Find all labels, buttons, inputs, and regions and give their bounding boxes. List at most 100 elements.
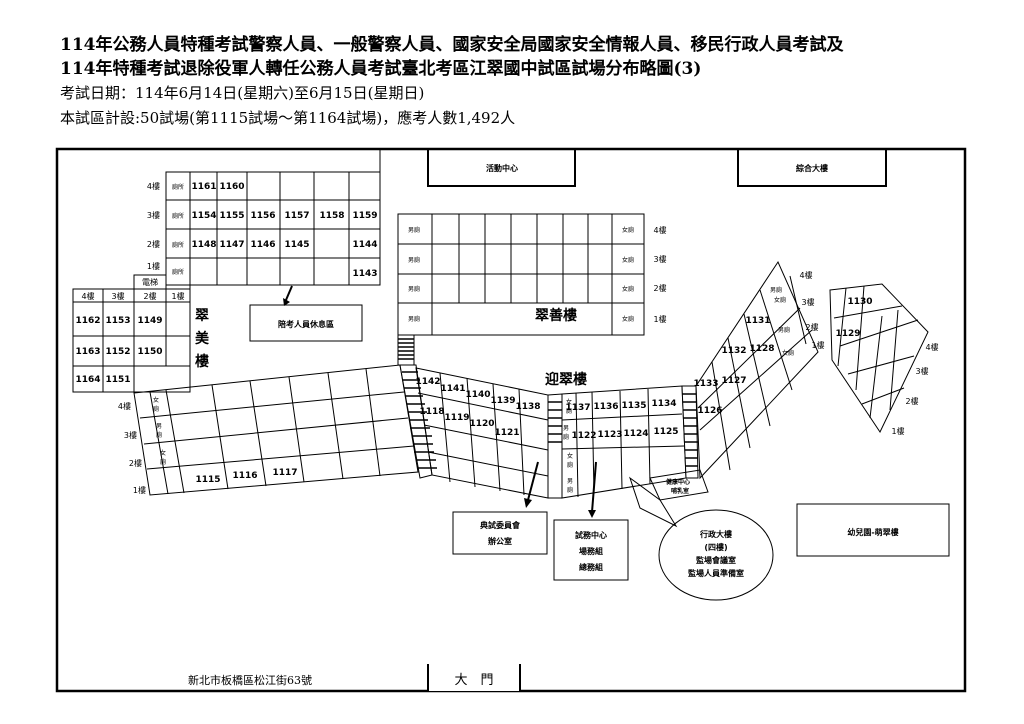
exam-room: 1117: [272, 468, 297, 478]
floor-label: 4樓: [653, 225, 666, 235]
arrow-head: [283, 298, 290, 306]
exam-room: 1139: [490, 396, 515, 406]
cuimei-char: 美: [195, 330, 210, 347]
committee-office-label: 典試委員會: [480, 520, 521, 530]
exam-room: 1153: [105, 316, 130, 326]
exam-room: 1143: [352, 269, 377, 279]
exam-room: 1127: [721, 376, 746, 386]
activity-center-box: [427, 148, 576, 187]
admin-building-label: 監場會議室: [696, 555, 736, 565]
health-center-box: [649, 469, 709, 501]
restroom-label: 廁: [153, 405, 159, 413]
exam-room: 1141: [440, 384, 465, 394]
floor-label: 3樓: [801, 297, 814, 307]
exam-room: 1157: [284, 211, 309, 221]
restroom-label: 男廁: [408, 256, 420, 264]
exam-room: 1160: [219, 182, 244, 192]
floor-label: 2樓: [653, 283, 666, 293]
restroom-label: 廁: [563, 433, 569, 441]
exam-room: 1128: [749, 344, 774, 354]
floor-label: 1樓: [133, 485, 146, 495]
restroom-label: 女廁: [622, 256, 634, 264]
floor-label: 1樓: [811, 340, 824, 350]
kindergarten-box: [796, 503, 950, 557]
restroom-label: 女廁: [782, 349, 794, 357]
floor-label: 3樓: [147, 210, 160, 220]
restroom-label: 廁: [567, 486, 573, 494]
floor-label: 1樓: [171, 291, 184, 301]
restroom-label: 女廁: [622, 285, 634, 293]
address-label: 新北市板橋區松江街63號: [188, 673, 312, 687]
exam-room: 1134: [651, 399, 676, 409]
exam-room: 1159: [352, 211, 377, 221]
walkway: [629, 476, 678, 528]
title-line-1: 114年公務人員特種考試警察人員、一般警察人員、國家安全局國家安全情報人員、移民…: [60, 35, 844, 55]
east-wing: [695, 260, 819, 480]
restroom-label: 男廁: [778, 326, 790, 334]
arrow-head: [524, 498, 532, 508]
exam-room: 1121: [494, 428, 519, 438]
restroom-label: 女廁: [774, 296, 786, 304]
yingcui-label: 迎翠樓: [545, 371, 587, 388]
admin-building-label: 行政大樓: [699, 529, 732, 539]
kindergarten-label: 幼兒園-萌翠樓: [847, 527, 898, 537]
exam-room: 1123: [597, 430, 622, 440]
exam-room: 1154: [191, 211, 216, 221]
exam-room: 1150: [137, 347, 162, 357]
floor-label: 4樓: [118, 401, 131, 411]
rest-area-box: [249, 304, 363, 342]
yingcui-building: [415, 367, 563, 499]
floor-label: 4樓: [147, 181, 160, 191]
exam-room: 1144: [352, 240, 377, 250]
exam-center-label: 試務中心: [575, 530, 607, 540]
floor-label: 1樓: [891, 426, 904, 436]
complex-building-label: 綜合大樓: [796, 163, 828, 173]
restroom-label: 廁所: [172, 212, 184, 220]
exam-room: 1136: [593, 402, 618, 412]
floor-label: 4樓: [925, 342, 938, 352]
exam-room: 1155: [219, 211, 244, 221]
exam-room: 1131: [745, 316, 770, 326]
exam-room: 1130: [847, 297, 872, 307]
cuishan-building: [397, 213, 645, 336]
restroom-label: 女: [153, 396, 159, 404]
floor-label: 3樓: [111, 291, 124, 301]
exam-room: 1158: [319, 211, 344, 221]
gate-opening: [429, 664, 519, 691]
southwest-wing: [133, 364, 419, 496]
floor-label: 3樓: [915, 366, 928, 376]
exam-summary: 本試區計設:50試場(第1115試場～第1164試場)，應考人數1,492人: [60, 109, 516, 127]
restroom-label: 廁所: [172, 268, 184, 276]
exam-room: 1148: [191, 240, 216, 250]
exam-room: 1164: [75, 375, 100, 385]
floor-label: 4樓: [81, 291, 94, 301]
restroom-label: 男: [567, 478, 573, 485]
exam-center-label: 總務組: [579, 562, 603, 572]
exam-room: 1119: [444, 413, 469, 423]
exam-room: 1125: [653, 427, 678, 437]
exam-room: 1163: [75, 347, 100, 357]
exam-center-box: [553, 519, 629, 581]
cuimei-building: [72, 285, 191, 393]
restroom-label: 男廁: [408, 285, 420, 293]
exam-room: 1151: [105, 375, 130, 385]
floor-label: 2樓: [147, 239, 160, 249]
cuimei-char: 翠: [195, 308, 209, 324]
arrow: [527, 461, 539, 501]
cuimei-char: 樓: [195, 353, 209, 370]
admin-building-label: (四樓): [704, 542, 727, 552]
health-center-label: 哺乳室: [671, 487, 689, 495]
stairs-east: [681, 385, 699, 479]
exam-room: 1129: [835, 329, 860, 339]
floor-label: 2樓: [905, 396, 918, 406]
exam-room: 1137: [565, 403, 590, 413]
health-center-label: 健康中心: [666, 478, 690, 486]
floor-label: 2樓: [143, 291, 156, 301]
arrow: [285, 285, 293, 301]
restroom-label: 男: [563, 425, 569, 432]
exam-room: 1156: [250, 211, 275, 221]
restroom-label: 廁所: [172, 183, 184, 191]
restroom-label: 男廁: [408, 315, 420, 323]
restroom-label: 男: [156, 423, 162, 430]
